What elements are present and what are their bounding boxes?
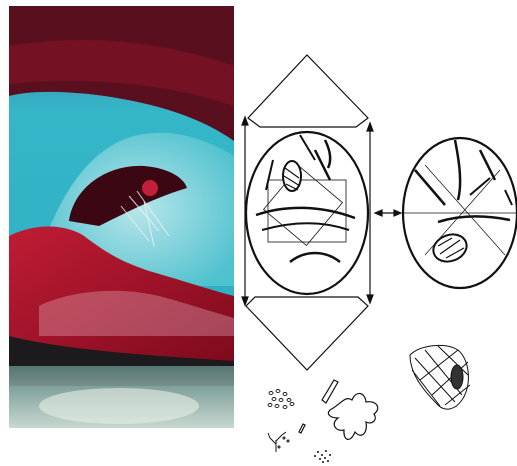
- crystal-pyramid-bottom-icon: [246, 297, 368, 370]
- dotted-particles-icon: [314, 450, 331, 463]
- crystal-pyramid-top-icon: [248, 55, 368, 127]
- ellipse-section-right-icon: [403, 138, 517, 288]
- schematic-diagram: [236, 0, 517, 466]
- vertical-arrows: [242, 117, 373, 305]
- dendrite-icon: [268, 432, 289, 452]
- grain-cluster-icon: [268, 390, 294, 409]
- double-arrow-icon: [375, 210, 401, 216]
- photomicrograph-image: [9, 6, 234, 428]
- photomicrograph: [9, 6, 234, 428]
- faceted-crystal-icon: [410, 345, 470, 409]
- needle-fragment-icon: [299, 380, 338, 433]
- ellipse-section-left-icon: [246, 132, 368, 294]
- irregular-flake-icon: [328, 393, 377, 439]
